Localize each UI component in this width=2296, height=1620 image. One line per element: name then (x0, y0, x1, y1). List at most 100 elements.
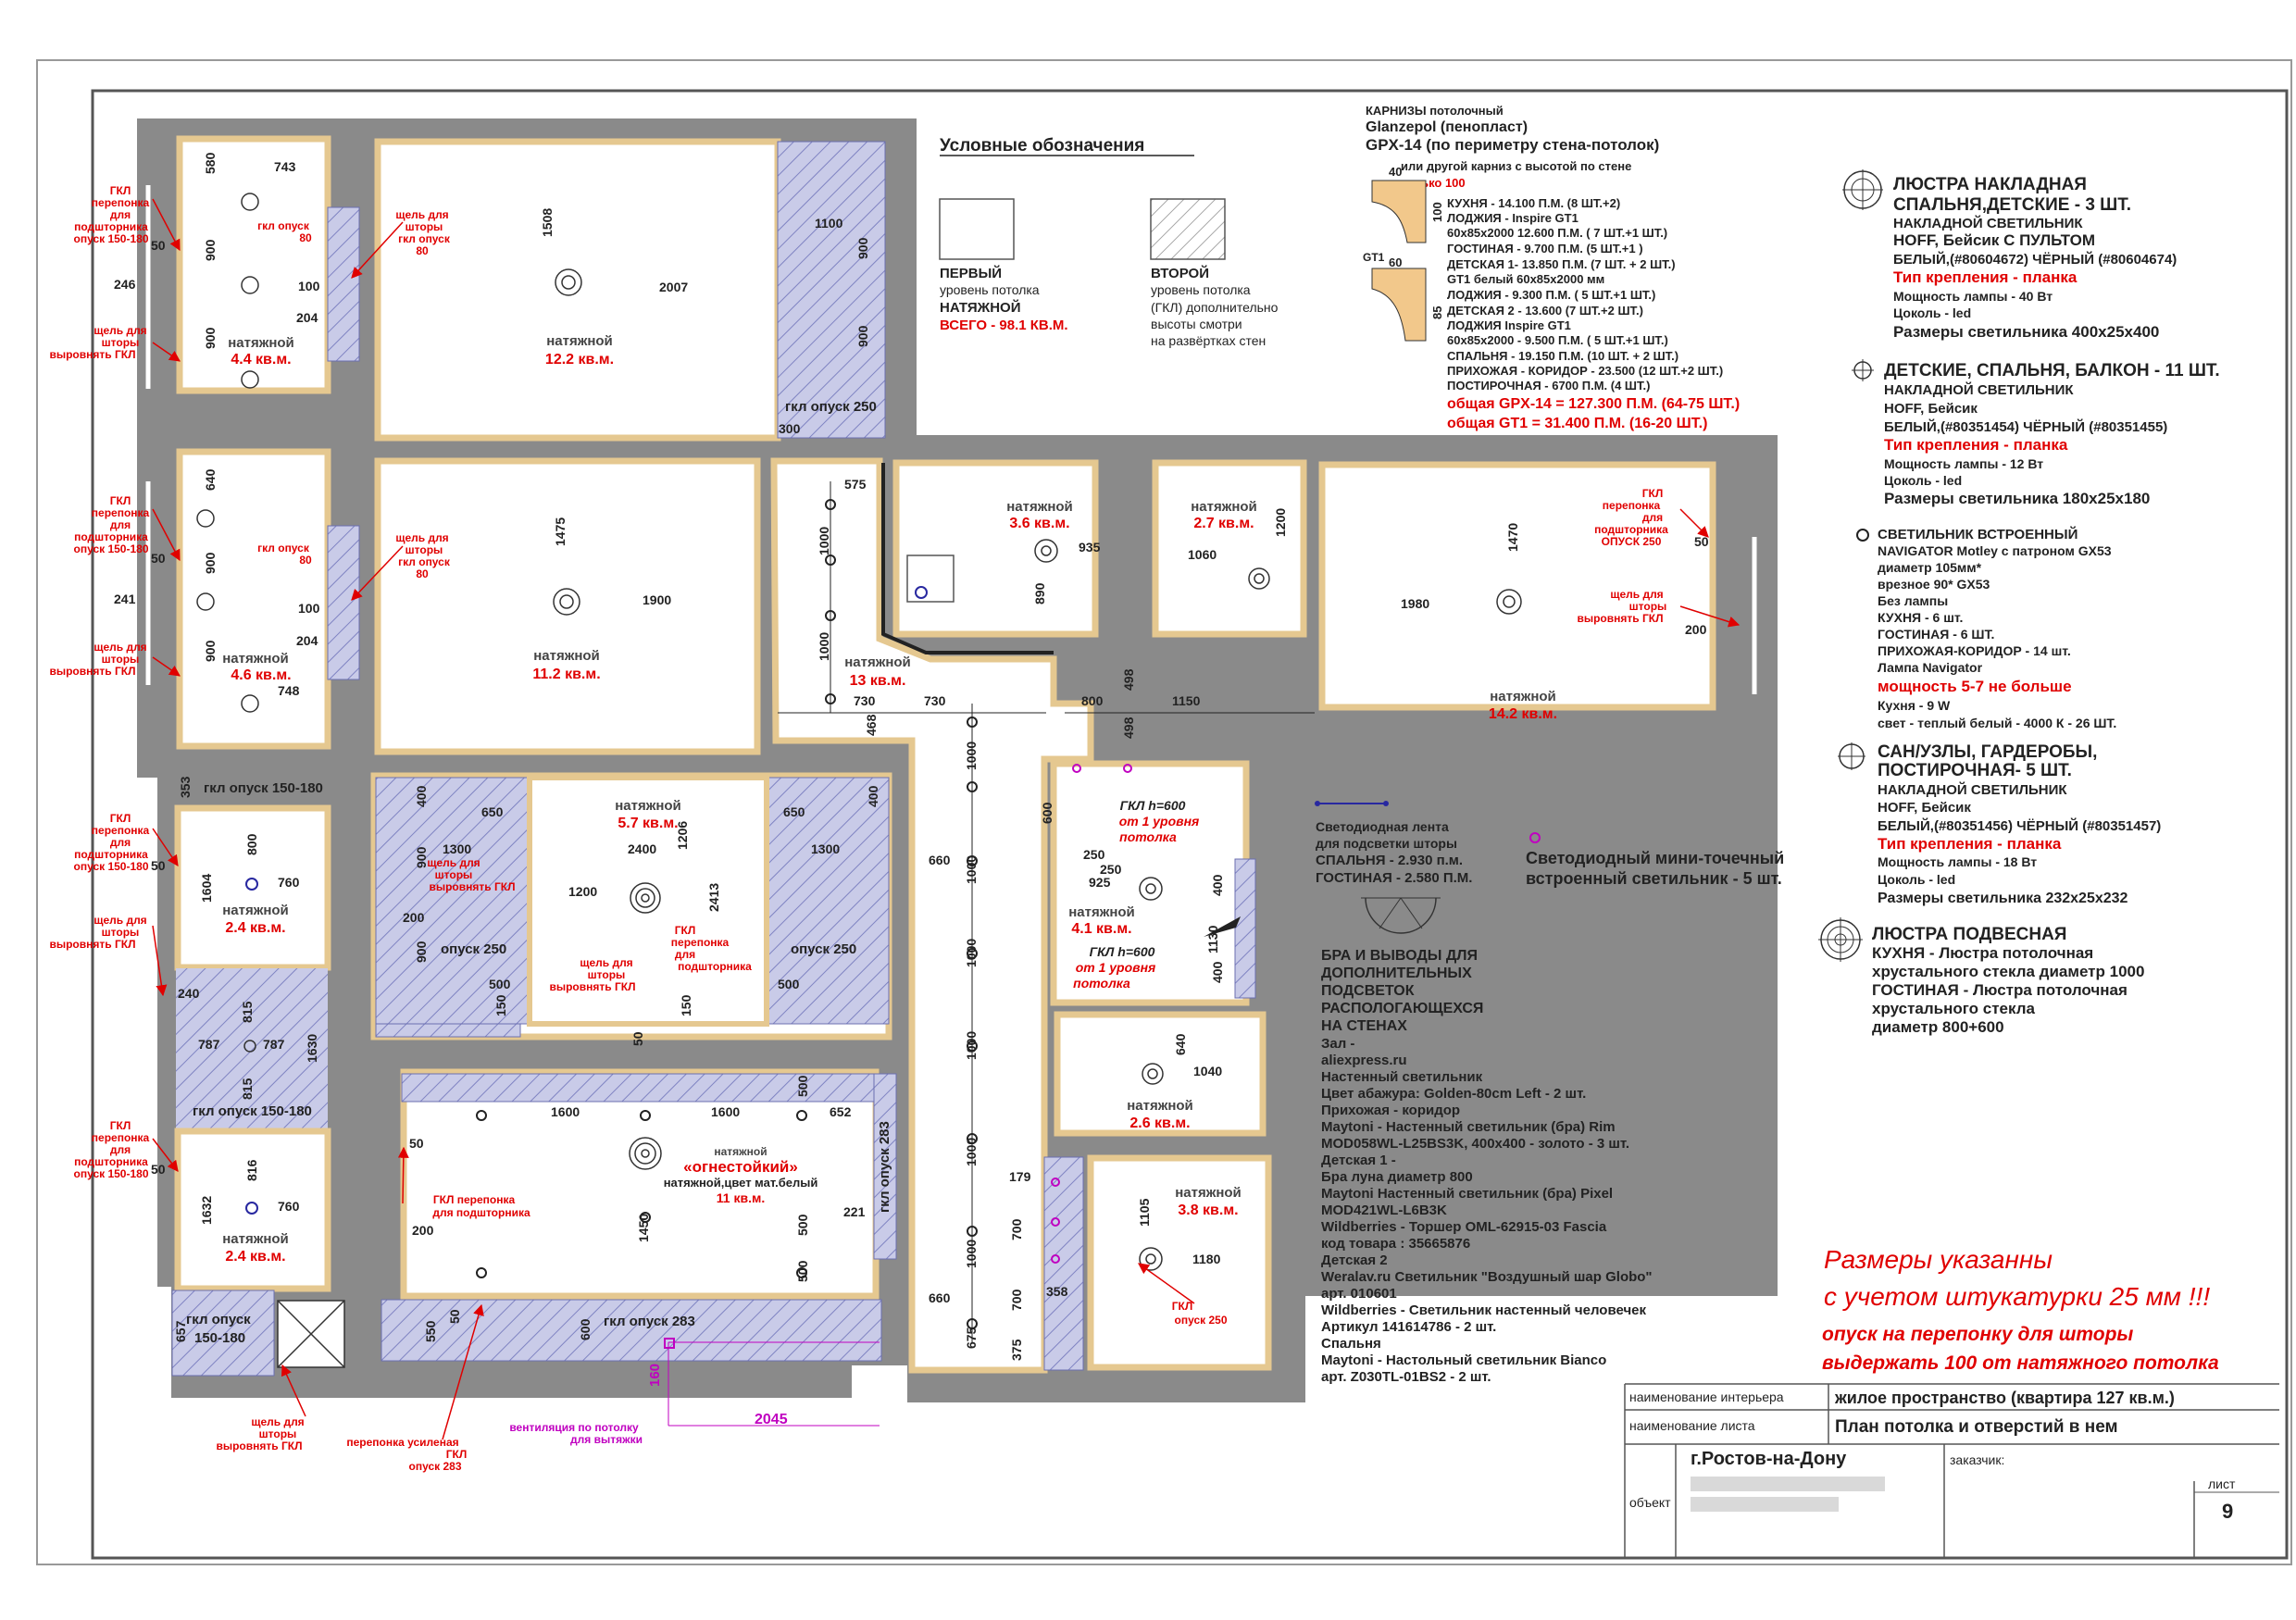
svg-text:выровнять ГКЛ: выровнять ГКЛ (429, 880, 515, 893)
svg-text:ГКЛ: ГКЛ (110, 494, 131, 507)
gkl-h600-1: ГКЛ h=600 от 1 уровня потолка (1119, 798, 1200, 844)
fixture-b3-10: Кухня - 9 W (1878, 698, 1951, 713)
fixture-b5-1: КУХНЯ - Люстра потолочная (1872, 944, 2093, 962)
drawing-frame (91, 89, 2289, 1560)
room-8-area: 2.4 кв.м. (225, 920, 285, 936)
room-11-area: 2.6 кв.м. (1129, 1115, 1190, 1131)
svg-text:80: 80 (416, 567, 429, 580)
sconce-3: РАСПОЛОГАЮЩЕХСЯ (1321, 1001, 1483, 1016)
svg-text:ГКЛ: ГКЛ (1172, 1300, 1193, 1313)
cornice-line-2: GPX-14 (по периметру стена-потолок) (1366, 136, 1659, 154)
profile-label-gt1: GT1 (1363, 251, 1385, 264)
gkl-labels: гкл опуск 250 гкл опуск 150-180 гкл опус… (186, 399, 892, 1346)
dim-652: 652 (830, 1104, 852, 1119)
dim-400a: 400 (414, 785, 429, 807)
sconce-1: ДОПОЛНИТЕЛЬНЫХ (1321, 966, 1472, 981)
kitchen-fireproof: «огнестойкий» (683, 1158, 798, 1176)
dim-730b: 730 (924, 693, 946, 708)
dim-2045: 2045 (755, 1412, 788, 1427)
dim-1300b: 1300 (811, 841, 840, 856)
dim-204b: 204 (296, 633, 318, 648)
fixture-b3-2: диаметр 105мм* (1878, 560, 1982, 575)
dim-500c: 500 (795, 1075, 810, 1097)
gkl-perep-kitchen: ГКЛ перепонка для подшторника (432, 1193, 530, 1219)
shel80-anno-2: щель для шторы гкл опуск 80 (395, 531, 451, 580)
dim-50c: 50 (409, 1136, 424, 1151)
svg-text:подшторника: подшторника (74, 530, 148, 543)
svg-text:80: 80 (299, 231, 312, 244)
sconce-15: MOD421WL-L6B3K (1321, 1203, 1447, 1218)
dim-1180: 1180 (1192, 1252, 1221, 1266)
room-13-area: 3.8 кв.м. (1178, 1203, 1238, 1218)
svg-text:для подшторника: для подшторника (432, 1206, 530, 1219)
svg-text:ОПУСК 250: ОПУСК 250 (1602, 535, 1662, 548)
sheet-frame (36, 59, 2292, 1565)
corridor-floor (770, 457, 1094, 1374)
dim-500b: 500 (778, 977, 800, 991)
svg-text:щель для: щель для (94, 324, 146, 337)
fixture-b1-8: Размеры светильника 400х25х400 (1893, 323, 2159, 341)
sconce-16: Wildberries - Торшер OML-62915-03 Fascia (1321, 1219, 1607, 1235)
dim-1630: 1630 (305, 1034, 319, 1063)
room-9-area: 5.7 кв.м. (618, 816, 678, 831)
gkl-283-label: гкл опуск 283 (604, 1314, 695, 1329)
dim-1632: 1632 (199, 1196, 214, 1225)
room-12-area: 2.4 кв.м. (225, 1249, 285, 1265)
dim-1200b: 1200 (568, 884, 597, 899)
sconce-24: Maytoni - Настольный светильник Bianco (1321, 1352, 1606, 1368)
legend-second-3: высоты смотри (1151, 317, 1242, 331)
dim-1000e: 1000 (964, 939, 979, 967)
svg-text:щель для: щель для (94, 641, 146, 654)
svg-text:гкл опуск: гкл опуск (398, 232, 451, 245)
legend-second-0: ВТОРОЙ (1151, 265, 1209, 281)
dim-246: 246 (114, 277, 136, 292)
dim-900h: 900 (414, 941, 429, 963)
svg-text:для: для (110, 836, 131, 849)
dim-1450: 1450 (636, 1214, 651, 1242)
svg-text:ГКЛ: ГКЛ (110, 1119, 131, 1132)
kitchen-subtype: натяжной,цвет мат.белый (664, 1176, 818, 1190)
note-curtain-0: опуск на перепонку для шторы (1822, 1324, 2133, 1345)
object-label: объект (1629, 1495, 1671, 1510)
dim-50b: 50 (630, 1031, 645, 1046)
svg-text:ГКЛ: ГКЛ (446, 1448, 468, 1461)
overhead-light-small-icon (1852, 359, 1874, 381)
dim-660b: 660 (929, 1290, 951, 1305)
room-10-area: 4.1 кв.м. (1071, 921, 1131, 937)
svg-text:шторы: шторы (406, 543, 443, 556)
gkl-283-vlabel: гкл опуск 283 (877, 1121, 892, 1213)
left-anno-6: щель для шторы выровнять ГКЛ (49, 914, 146, 951)
shel80-anno-1: щель для шторы гкл опуск 80 (395, 208, 451, 257)
room-12-type: натяжной (222, 1231, 289, 1247)
cornice-line-5: КУХНЯ - 14.100 П.М. (8 ШТ.+2) (1447, 196, 1620, 210)
dimensions: 743 580 900 100 204 900 1508 2007 1100 9… (114, 152, 1709, 1427)
dim-353: 353 (178, 776, 193, 798)
legend-second-swatch (1150, 198, 1226, 260)
dim-1200: 1200 (1273, 508, 1288, 537)
fixture-b1-2: НАКЛАДНОЙ СВЕТИЛЬНИК (1893, 215, 2083, 231)
address-redacted-2 (1691, 1497, 1839, 1512)
room-0-type: натяжной (228, 335, 294, 351)
legend-first-3: ВСЕГО - 98.1 КВ.М. (940, 318, 1068, 333)
fixture-b2-2: HOFF, Бейсик (1884, 401, 1978, 417)
dim-204a: 204 (296, 310, 318, 325)
recessed-light-icon (1856, 529, 1869, 542)
bottom-anno-usil: перепонка усиленая ГКЛ опуск 283 (346, 1436, 467, 1473)
fixture-b3-7: ПРИХОЖАЯ-КОРИДОР - 14 шт. (1878, 643, 2071, 658)
notes: Размеры указанны с учетом штукатурки 25 … (1822, 1245, 2219, 1374)
dim-500a: 500 (489, 977, 511, 991)
dim-1600b: 1600 (711, 1104, 740, 1119)
left-anno-5: ГКЛ перепонка для подшторника опуск 150-… (73, 812, 149, 873)
fixture-b5-2: хрустального стекла диаметр 1000 (1872, 963, 2144, 980)
fixture-b4-1: ПОСТИРОЧНАЯ- 5 ШТ. (1878, 761, 2072, 780)
fixture-b3-0: СВЕТИЛЬНИК ВСТРОЕННЫЙ (1878, 526, 2078, 542)
cornice-line-16: ПРИХОЖАЯ - КОРИДОР - 23.500 (12 ШТ.+2 ШТ… (1447, 364, 1723, 378)
light-2-6-icon (1142, 1063, 1164, 1085)
gkl-250-label: гкл опуск 250 (785, 399, 877, 415)
sconce-11: MOD058WL-L25BS3K, 400х400 - золото - 3 ш… (1321, 1136, 1629, 1152)
svg-text:опуск 150-180: опуск 150-180 (73, 232, 148, 245)
svg-text:шторы: шторы (1629, 600, 1667, 613)
dim-1000f: 1000 (964, 1031, 979, 1060)
plan-lights (196, 193, 1522, 1271)
profile-label-85: 85 (1430, 306, 1444, 319)
